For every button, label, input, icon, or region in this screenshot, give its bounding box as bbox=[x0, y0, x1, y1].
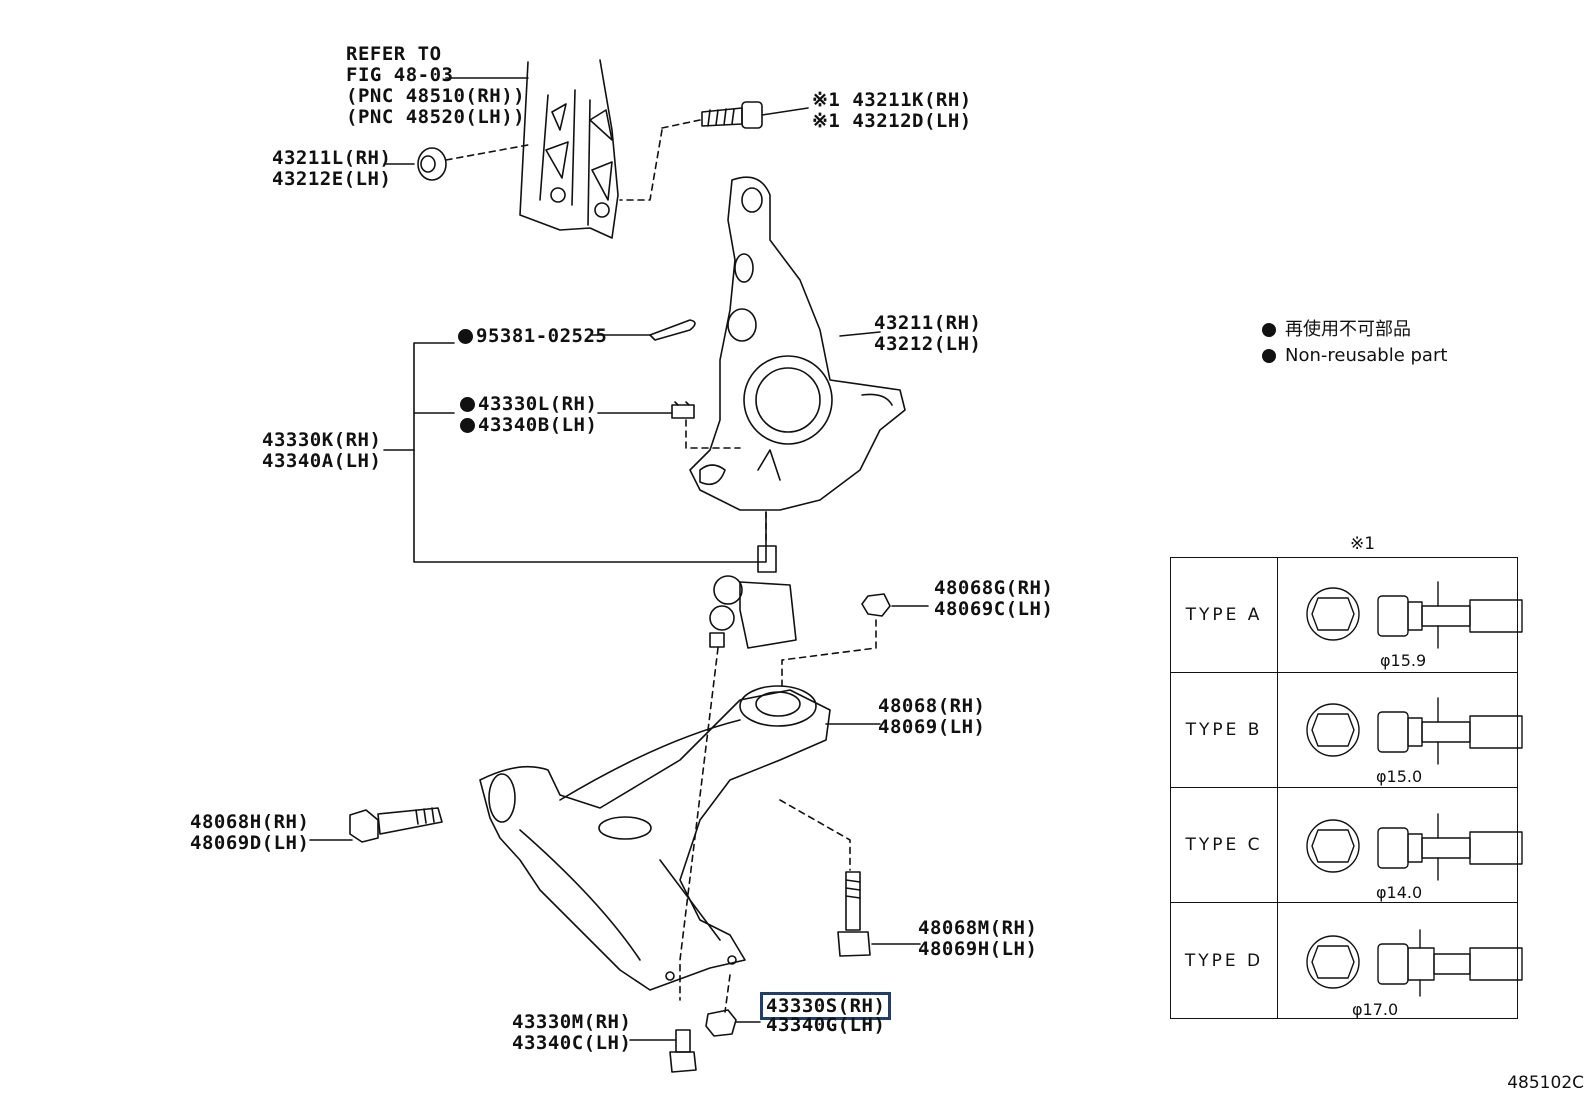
lower-arm-drawing bbox=[479, 685, 831, 991]
legend-jp: 再使用不可部品 bbox=[1262, 319, 1411, 341]
bolt-front-drawing bbox=[309, 807, 443, 843]
label-nut-joint[interactable]: 43330S(RH) 43340G(LH) bbox=[760, 992, 892, 1036]
label-knuckle[interactable]: 43211(RH) 43212(LH) bbox=[874, 313, 981, 355]
part-number: 95381-02525 bbox=[476, 325, 608, 347]
label-ball-joint[interactable]: 43330K(RH) 43340A(LH) bbox=[262, 430, 381, 472]
table-bolt-drawings bbox=[1306, 581, 1523, 997]
part-number-lh: 48069D(LH) bbox=[190, 832, 310, 854]
refer-note: REFER TO FIG 48-03 (PNC 48510(RH)) (PNC … bbox=[346, 44, 525, 128]
refer-line-2: FIG 48-03 bbox=[346, 64, 454, 86]
type-label: TYPE D bbox=[1171, 903, 1278, 1018]
diameter-label: φ17.0 bbox=[1352, 1000, 1399, 1019]
knuckle-drawing bbox=[689, 176, 906, 511]
refer-line-3: (PNC 48510(RH)) bbox=[346, 85, 526, 107]
part-number-rh: 43330K(RH) bbox=[262, 429, 382, 451]
refer-line-1: REFER TO bbox=[346, 43, 442, 65]
diameter-label: φ14.0 bbox=[1376, 883, 1423, 902]
non-reusable-dot-icon bbox=[458, 329, 473, 344]
table-row: TYPE B bbox=[1171, 673, 1517, 788]
part-number-lh: 43340C(LH) bbox=[512, 1032, 632, 1054]
part-number-lh: 43340B(LH) bbox=[478, 414, 598, 436]
type-label: TYPE C bbox=[1171, 788, 1278, 902]
cotter-pin-drawing bbox=[591, 319, 696, 341]
label-bolt-joint[interactable]: 43330M(RH) 43340C(LH) bbox=[512, 1012, 631, 1054]
label-nut-top[interactable]: 43211L(RH) 43212E(LH) bbox=[272, 148, 391, 190]
part-number-lh: 43212D(LH) bbox=[852, 110, 972, 132]
label-castle-nut[interactable]: 43330L(RH) 43340B(LH) bbox=[460, 394, 597, 436]
table-row: TYPE D bbox=[1171, 903, 1517, 1018]
diameter-label: φ15.0 bbox=[1376, 767, 1423, 786]
part-number-rh: 48068(RH) bbox=[878, 695, 986, 717]
legend-en: Non-reusable part bbox=[1262, 345, 1447, 367]
castle-nut-drawing bbox=[597, 401, 741, 449]
highlight-box: 43330S(RH) bbox=[760, 992, 892, 1020]
bolt-type-table: TYPE A TYPE B TYPE C TYPE D bbox=[1170, 557, 1518, 1019]
label-bolt-front[interactable]: 48068H(RH) 48069D(LH) bbox=[190, 812, 309, 854]
part-number-lh: 43340G(LH) bbox=[766, 1014, 886, 1036]
legend-jp-text: 再使用不可部品 bbox=[1285, 319, 1411, 340]
table-row: TYPE C bbox=[1171, 788, 1517, 903]
label-cotter-pin[interactable]: 95381-02525 bbox=[458, 326, 607, 347]
refer-line-4: (PNC 48520(LH)) bbox=[346, 106, 526, 128]
table-row: TYPE A bbox=[1171, 558, 1517, 673]
non-reusable-dot-icon bbox=[1262, 323, 1276, 337]
part-number-rh: 43211(RH) bbox=[874, 312, 982, 334]
mark-1: ※1 bbox=[812, 110, 841, 132]
non-reusable-dot-icon bbox=[460, 397, 475, 412]
part-number-rh: 48068H(RH) bbox=[190, 811, 310, 833]
part-number-lh: 43212(LH) bbox=[874, 333, 982, 355]
part-number-lh: 43212E(LH) bbox=[272, 168, 392, 190]
bolt-joint-drawing bbox=[629, 1029, 697, 1073]
nut-arm-drawing bbox=[781, 593, 929, 689]
table-mark: ※1 bbox=[1350, 534, 1376, 554]
part-number-lh: 48069(LH) bbox=[878, 716, 986, 738]
part-number-lh: 48069H(LH) bbox=[918, 938, 1038, 960]
part-number-rh: 48068M(RH) bbox=[918, 917, 1038, 939]
bolt-rear-drawing bbox=[779, 799, 921, 957]
nut-top-drawing bbox=[383, 147, 447, 181]
label-lower-arm[interactable]: 48068(RH) 48069(LH) bbox=[878, 696, 985, 738]
ball-joint-drawing bbox=[709, 545, 797, 649]
part-number-rh: 43211K(RH) bbox=[852, 89, 972, 111]
part-number-rh: 43211L(RH) bbox=[272, 147, 392, 169]
label-bolt-top[interactable]: ※1 43211K(RH) ※1 43212D(LH) bbox=[812, 90, 972, 132]
label-bolt-rear[interactable]: 48068M(RH) 48069H(LH) bbox=[918, 918, 1037, 960]
bolt-top-drawing bbox=[701, 101, 809, 129]
nut-joint-drawing bbox=[705, 1009, 761, 1037]
part-number-lh: 43340A(LH) bbox=[262, 450, 382, 472]
part-number-lh: 48069C(LH) bbox=[934, 598, 1054, 620]
non-reusable-dot-icon bbox=[460, 418, 475, 433]
non-reusable-dot-icon bbox=[1262, 349, 1276, 363]
diameter-label: φ15.9 bbox=[1380, 651, 1427, 670]
part-number-rh: 43330L(RH) bbox=[478, 393, 598, 415]
part-number-rh: 48068G(RH) bbox=[934, 577, 1054, 599]
label-nut-arm[interactable]: 48068G(RH) 48069C(LH) bbox=[934, 578, 1053, 620]
strut-bracket-drawing bbox=[519, 59, 619, 239]
figure-number: 485102C bbox=[1507, 1073, 1584, 1093]
mark-1: ※1 bbox=[812, 89, 841, 111]
legend-en-text: Non-reusable part bbox=[1285, 345, 1448, 366]
part-number-rh: 43330M(RH) bbox=[512, 1011, 632, 1033]
type-label: TYPE A bbox=[1171, 558, 1278, 672]
type-label: TYPE B bbox=[1171, 673, 1278, 787]
